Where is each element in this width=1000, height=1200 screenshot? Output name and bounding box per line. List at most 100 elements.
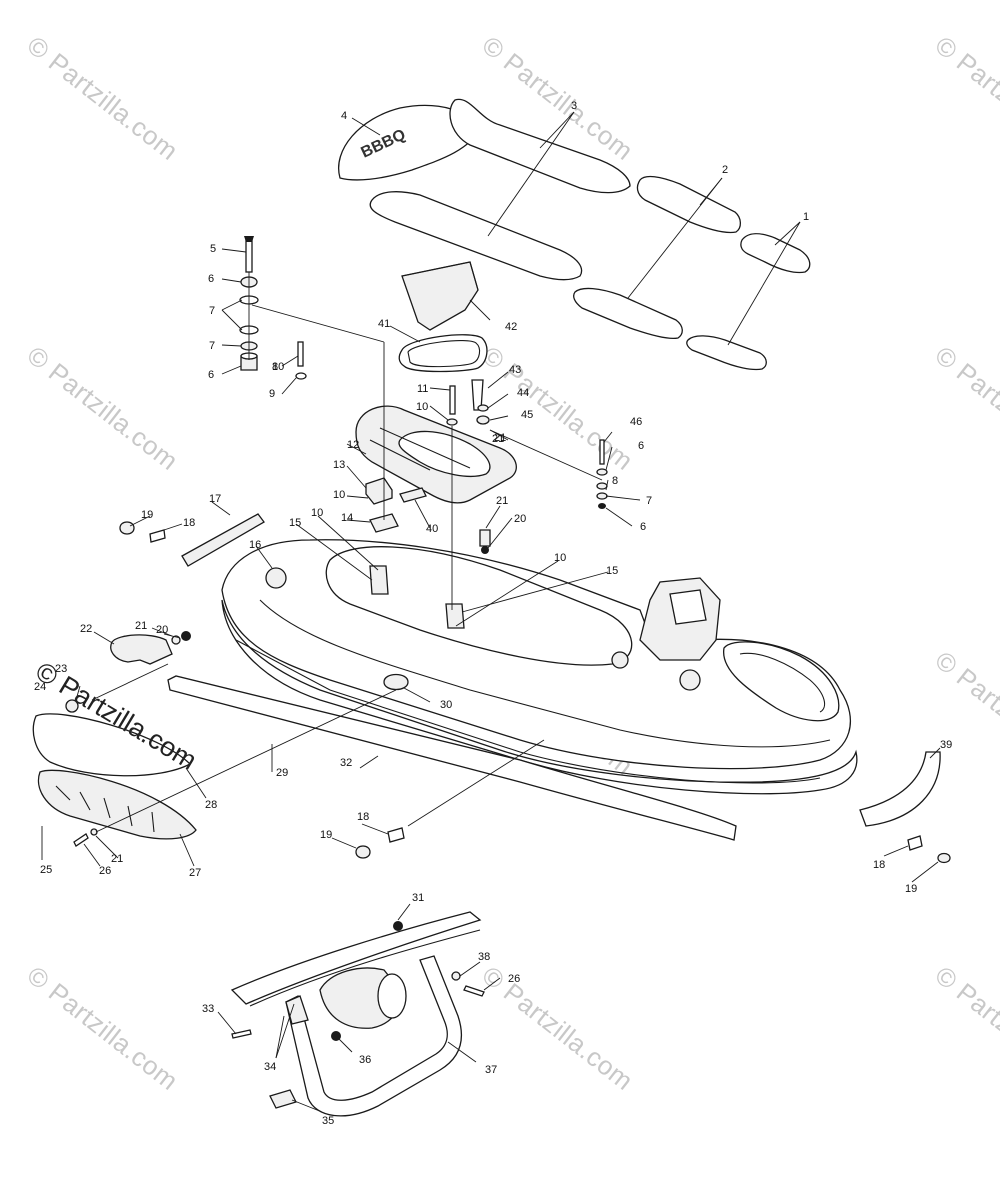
callout: 18 <box>357 811 369 823</box>
bracket-part-22 <box>110 634 173 665</box>
fitting-part-30 <box>383 673 409 691</box>
callout: 20 <box>514 513 526 525</box>
callout: 40 <box>426 523 438 535</box>
callout: 45 <box>521 409 533 421</box>
nut-part-44 <box>477 404 489 412</box>
storage-bucket-part-42 <box>401 261 479 331</box>
step-bracket-part-37 <box>285 955 462 1117</box>
callout: 21 <box>135 620 147 632</box>
seat-area <box>325 546 633 666</box>
washer-part-38 <box>451 971 461 981</box>
callout: 9 <box>269 388 275 400</box>
callout: 20 <box>156 624 168 636</box>
washer-part-21-left <box>171 635 181 645</box>
washer-part-7-right <box>596 492 608 500</box>
callout: 21 <box>496 495 508 507</box>
callout: 21 <box>492 433 504 445</box>
callout: 6 <box>640 521 646 533</box>
rail-part-17 <box>181 513 265 567</box>
callout: 26 <box>99 865 111 877</box>
callout: 10 <box>416 401 428 413</box>
callout: 41 <box>378 318 390 330</box>
cup-part-16 <box>265 567 287 589</box>
callout: 7 <box>209 340 215 352</box>
callouts: 1 2 3 4 5 6 6 6 6 7 7 7 8 8 9 10 10 10 1… <box>34 100 952 1127</box>
gasket-part-41 <box>398 334 488 373</box>
callout: 11 <box>417 383 428 395</box>
washer-part-10-left <box>295 372 307 380</box>
callout: 14 <box>341 512 353 524</box>
stern-section <box>230 911 482 1005</box>
callout: 10 <box>272 361 284 373</box>
bracket-part-40 <box>399 487 427 503</box>
nut-part-20-right <box>481 546 489 554</box>
callout: 29 <box>276 767 288 779</box>
screw-part-26-lower <box>463 985 485 997</box>
callout: 30 <box>440 699 452 711</box>
mat-part-3-lower <box>369 191 583 281</box>
bolt-part-11 <box>449 385 456 415</box>
callout: 17 <box>209 493 221 505</box>
callout: 10 <box>554 552 566 564</box>
callout: 7 <box>209 305 215 317</box>
callout: 33 <box>202 1003 214 1015</box>
callout: 42 <box>505 321 517 333</box>
callout: 38 <box>478 951 490 963</box>
callout: 24 <box>34 681 46 693</box>
callout: 28 <box>205 799 217 811</box>
callout: 22 <box>80 623 92 635</box>
washer-part-45 <box>476 415 490 425</box>
callout: 13 <box>333 459 345 471</box>
spacer-part-21-right <box>479 529 491 547</box>
screw-part-33 <box>231 1029 252 1039</box>
callout: 5 <box>210 243 216 255</box>
pin-part-18-center <box>387 827 405 843</box>
foam-block-part-13 <box>365 477 393 505</box>
mat-part-1-upper <box>740 233 811 274</box>
stud-part-46 <box>599 439 605 465</box>
callout: 21 <box>494 432 506 444</box>
callout: 39 <box>940 739 952 751</box>
callout: 21 <box>111 853 123 865</box>
plug-part-19-right <box>937 852 951 864</box>
callout: 19 <box>141 509 153 521</box>
callout: 8 <box>612 475 618 487</box>
stud-part-9 <box>297 341 304 367</box>
callout: 7 <box>646 495 652 507</box>
plug-part-19-center <box>355 845 371 859</box>
screw-part-24 <box>65 699 79 713</box>
callout: 16 <box>249 539 261 551</box>
callout: 19 <box>905 883 917 895</box>
callout: 6 <box>208 273 214 285</box>
sponson-part-28 <box>32 713 192 777</box>
callout: 18 <box>873 859 885 871</box>
plug-part-19-left <box>119 521 135 535</box>
rub-rail-part-32 <box>167 675 737 841</box>
nut-part-6-right-bottom <box>598 503 606 509</box>
callout: 15 <box>289 517 301 529</box>
callout: 35 <box>322 1115 334 1127</box>
washer-part-10-center <box>446 418 458 426</box>
pin-part-18-left <box>149 529 166 543</box>
callout: 26 <box>508 973 520 985</box>
end-cap-part-35 <box>269 1089 297 1109</box>
step-mount-part-34 <box>285 995 309 1025</box>
callout: 32 <box>340 757 352 769</box>
insert-part-15-left <box>369 565 389 595</box>
callout: 4 <box>341 110 347 122</box>
callout: 37 <box>485 1064 497 1076</box>
mat-part-2-upper <box>636 175 742 234</box>
callout: 8 <box>272 361 278 373</box>
callout: 12 <box>347 439 359 451</box>
callout: 18 <box>183 517 195 529</box>
mat-part-1-lower <box>686 335 767 371</box>
nut-part-6-right <box>596 468 608 476</box>
front-hatch <box>723 641 840 722</box>
hull-bottom <box>221 599 858 795</box>
nut-part-20-left <box>181 631 191 641</box>
callout: 3 <box>571 100 577 112</box>
callout: 31 <box>412 892 424 904</box>
mat-part-2-lower <box>573 287 683 340</box>
